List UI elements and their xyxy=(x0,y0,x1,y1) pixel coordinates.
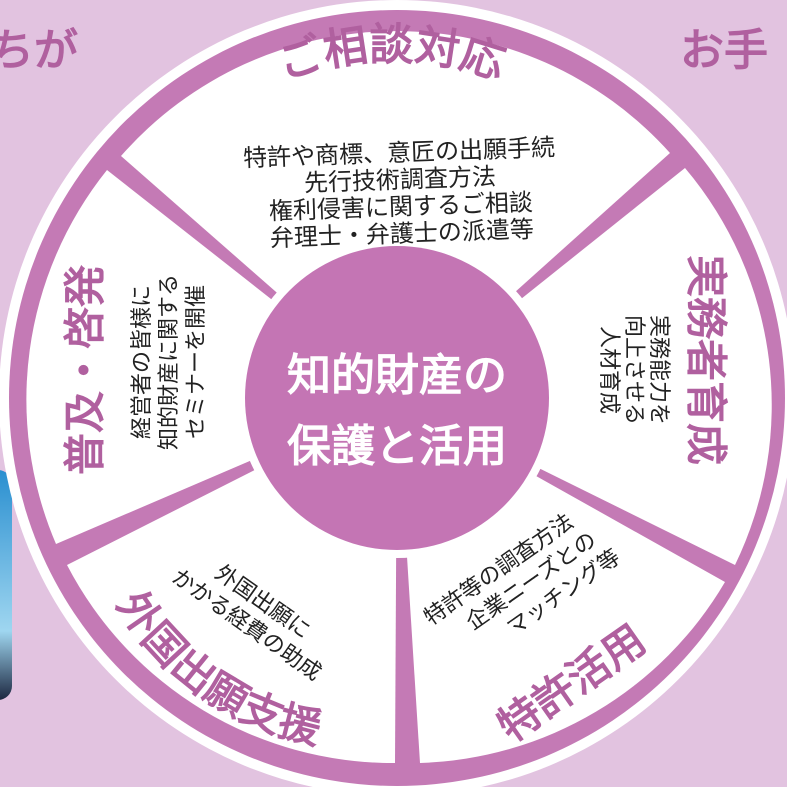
body-line: 先行技術調査方法 xyxy=(304,163,497,198)
segment-outreach xyxy=(26,170,398,544)
body-line: 向上させる xyxy=(621,315,646,425)
body-line: 実務能力を xyxy=(646,315,671,425)
body-line: 経営者の皆様に xyxy=(130,285,155,439)
body-line: 人材育成 xyxy=(596,326,621,414)
segment-body-training: 実務能力を 向上させる 人材育成 xyxy=(596,315,671,425)
hub-circle xyxy=(245,246,549,550)
partial-photo xyxy=(0,470,12,700)
corner-text-right: お手 xyxy=(680,25,768,76)
segment-title-training: 実務者育成 xyxy=(682,255,731,465)
center-title-line2: 保護と活用 xyxy=(287,421,507,472)
segment-training xyxy=(397,168,772,565)
corner-text-left: ちが xyxy=(0,25,78,76)
body-line: セミナーを開催 xyxy=(184,285,209,439)
segment-body-outreach: 経営者の皆様に 知的財産に関する セミナーを開催 xyxy=(130,274,209,450)
segment-title-outreach: 普及・啓発 xyxy=(61,264,110,475)
segment-consultation xyxy=(121,31,670,399)
body-line: 知的財産に関する xyxy=(157,274,182,450)
center-title-line1: 知的財産の xyxy=(287,350,507,401)
